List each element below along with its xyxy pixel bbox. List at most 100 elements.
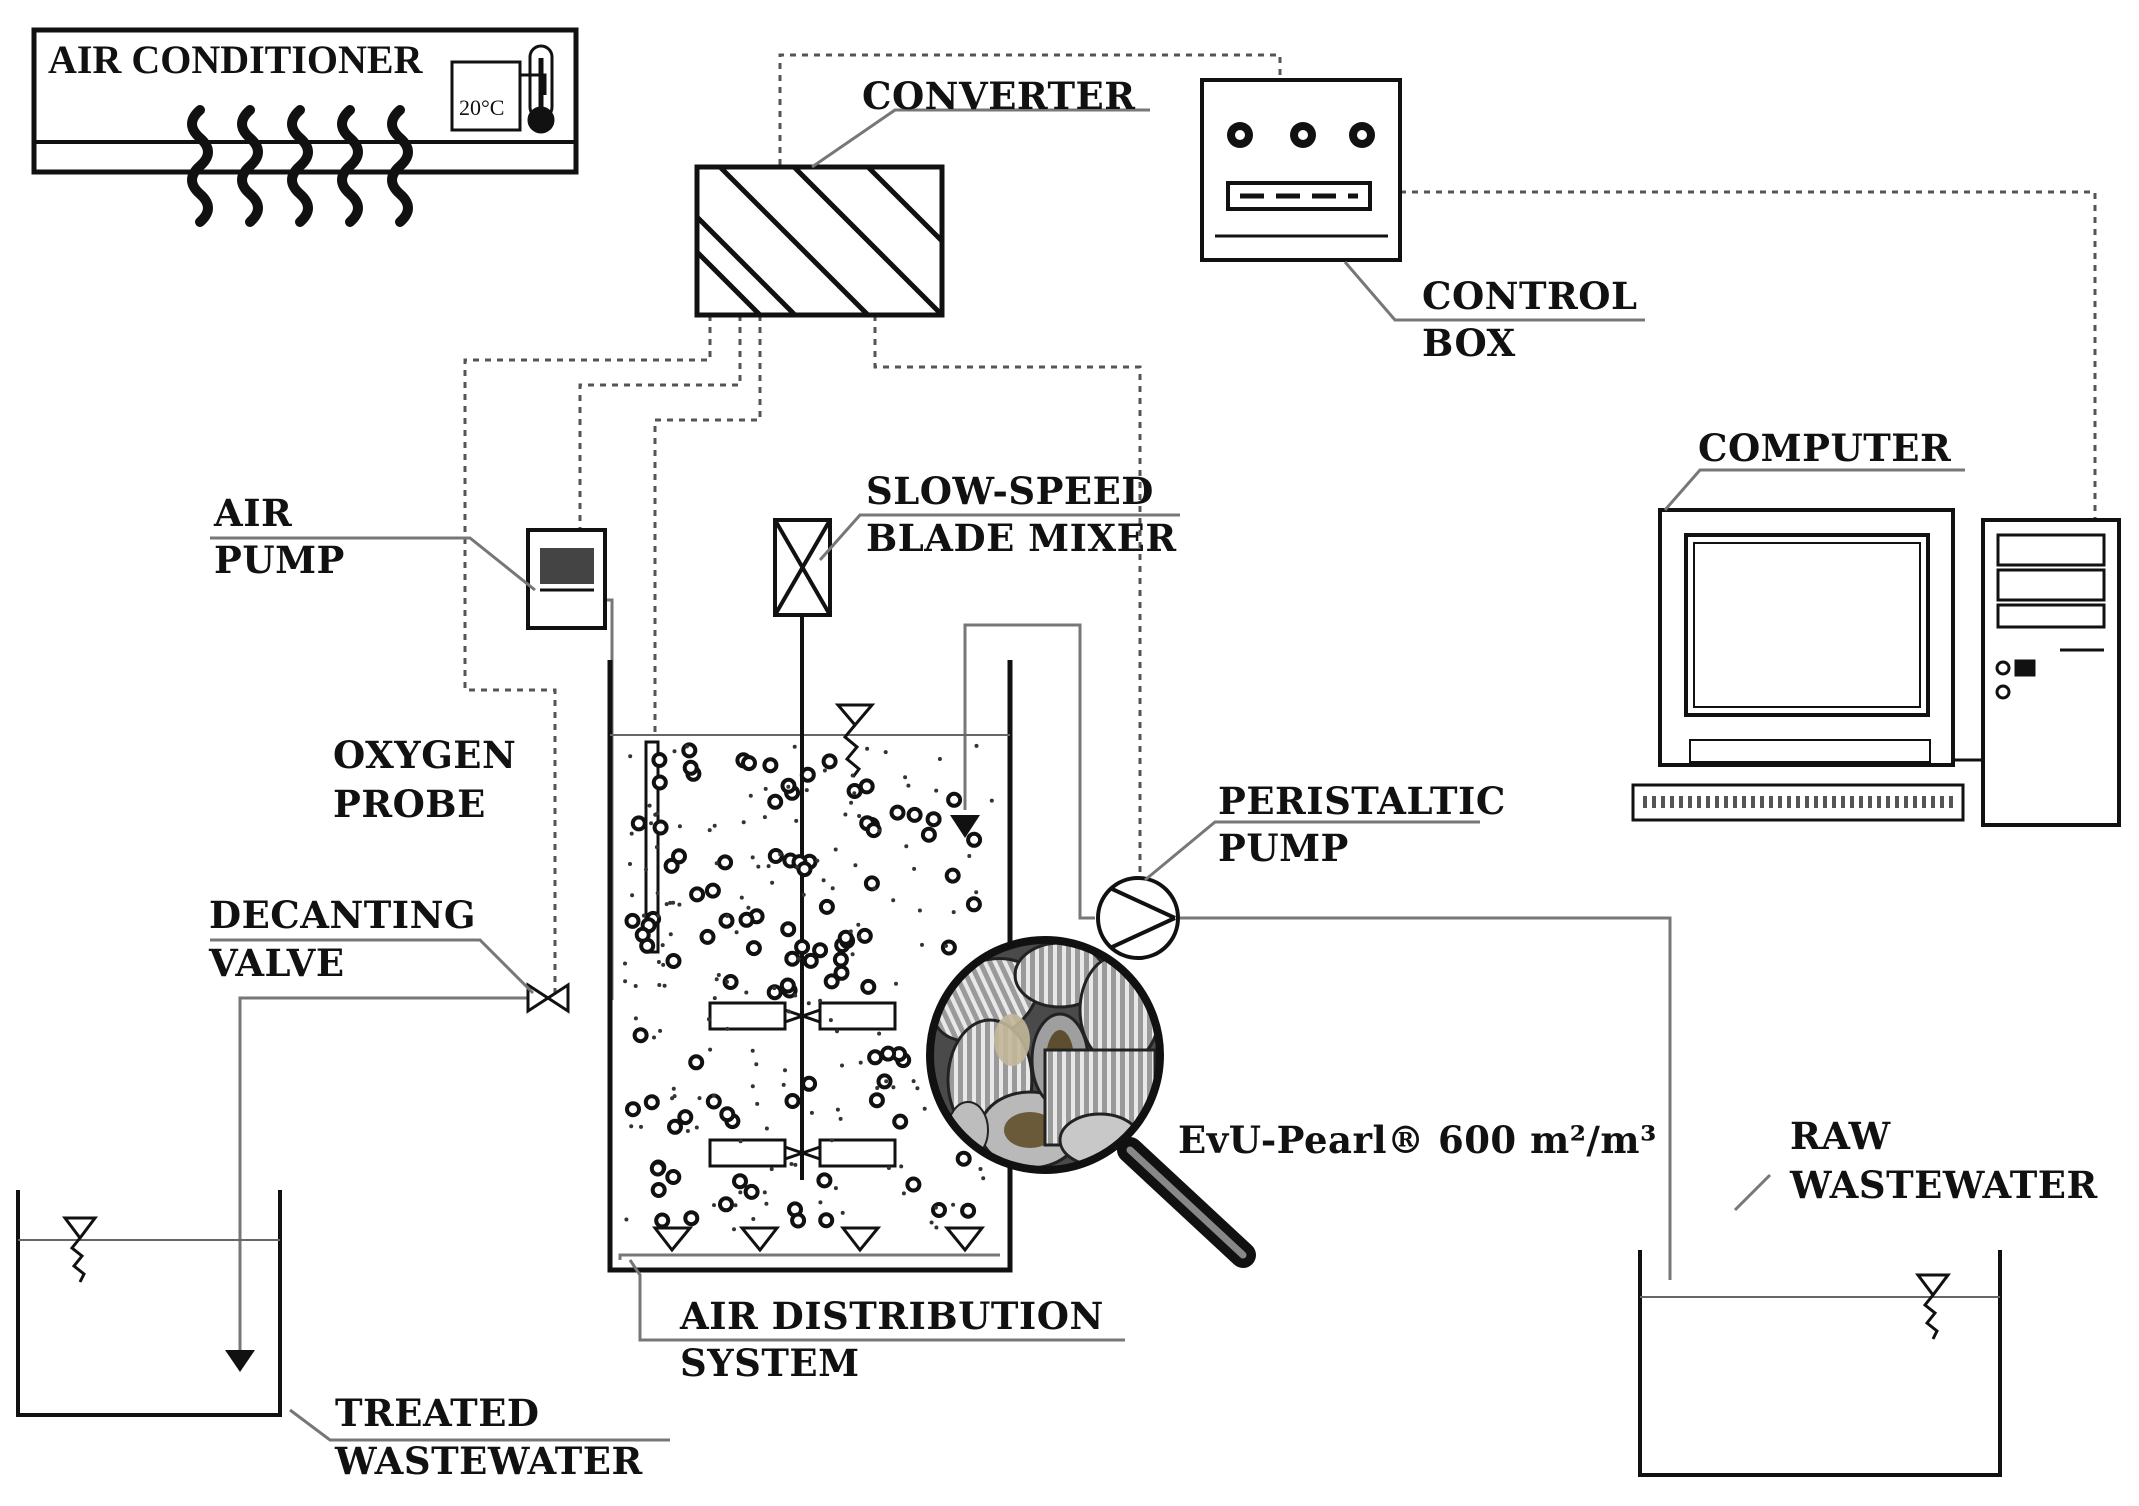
air-bubble <box>934 788 939 793</box>
magnifier-icon <box>926 936 1256 1268</box>
air-bubble <box>725 979 729 984</box>
carrier-particle <box>816 1172 833 1189</box>
air-bubble <box>733 1203 738 1208</box>
air-bubble <box>853 863 858 868</box>
air-bubble <box>778 852 783 857</box>
carrier-particle <box>799 766 816 783</box>
treated-wastewater-label-line1: TREATED <box>335 1391 540 1435</box>
carrier-particle <box>790 1212 807 1229</box>
air-bubble <box>706 1017 711 1022</box>
carrier-particle <box>863 875 880 892</box>
mixer-label-line2: BLADE MIXER <box>866 516 1177 560</box>
air-bubble <box>793 1162 798 1167</box>
carrier-particle <box>738 911 755 928</box>
air-bubble <box>750 1084 755 1089</box>
air-bubble <box>770 880 775 885</box>
carrier-particle <box>767 793 784 810</box>
air-bubble <box>653 812 658 817</box>
air-bubble <box>933 1205 938 1210</box>
air-bubble <box>818 998 823 1003</box>
air-bubble <box>795 864 799 869</box>
air-bubble <box>697 1096 702 1101</box>
control-box <box>1200 78 1402 262</box>
air-bubble <box>762 815 767 820</box>
air-bubble <box>937 757 942 761</box>
air-bubble <box>658 1028 663 1033</box>
air-bubble <box>639 1124 643 1129</box>
air-bubble <box>794 818 799 823</box>
carrier-particle <box>651 752 668 768</box>
temperature-label: 20°C <box>459 95 505 120</box>
air-bubble <box>891 1085 896 1090</box>
carrier-particle <box>812 942 829 959</box>
air-bubble <box>906 783 911 788</box>
air-bubble <box>750 1048 755 1053</box>
air-bubble <box>833 1186 838 1191</box>
air-bubble <box>804 788 809 793</box>
air-bubble <box>654 845 659 850</box>
air-bubble <box>744 990 749 995</box>
air-bubble <box>712 823 717 828</box>
carrier-particle <box>762 757 779 774</box>
air-bubble <box>685 1129 690 1133</box>
carrier-particle <box>821 753 838 770</box>
reactor-tank <box>607 615 1013 1273</box>
air-bubble <box>629 1124 634 1129</box>
air-bubble <box>801 892 806 897</box>
oxygen-probe-label-line2: PROBE <box>333 782 486 826</box>
treated-wastewater-label-line2: WASTEWATER <box>335 1439 643 1483</box>
air-bubble <box>657 983 662 987</box>
carrier-particle <box>818 898 835 915</box>
air-bubble <box>748 793 753 798</box>
air-bubble <box>712 996 717 1001</box>
carrier-particle <box>860 978 877 995</box>
air-bubble <box>629 831 634 836</box>
air-bubble <box>786 784 791 789</box>
air-bubble <box>789 1162 794 1166</box>
air-bubble <box>891 898 896 903</box>
carrier-particle <box>689 886 706 903</box>
air-bubble <box>967 854 972 858</box>
carrier-particle <box>784 1093 801 1109</box>
air-bubble <box>671 1086 676 1091</box>
carrier-particle <box>955 1150 972 1167</box>
carrier-particle <box>779 977 796 994</box>
carrier-particle <box>940 939 957 956</box>
air-bubble <box>857 814 862 818</box>
carrier-particle <box>832 951 849 968</box>
air-bubble <box>818 1200 823 1205</box>
air-bubble <box>647 803 652 808</box>
air-bubble <box>835 1029 839 1034</box>
carrier-particle <box>946 791 963 808</box>
air-bubble <box>857 935 862 940</box>
air-bubble <box>764 1201 769 1206</box>
air-bubble <box>821 878 826 883</box>
carrier-particle <box>722 974 739 990</box>
air-bubble <box>716 973 721 977</box>
carrier-particle <box>650 1182 667 1198</box>
carrier-particle <box>837 929 854 946</box>
air-bubble <box>899 1164 904 1169</box>
air-bubble <box>672 1094 677 1099</box>
air-bubble <box>796 956 801 961</box>
air-bubble <box>894 981 898 986</box>
air-bubble <box>792 744 797 749</box>
air-bubble <box>886 1166 891 1170</box>
air-pump <box>526 528 607 630</box>
air-bubble <box>624 1217 629 1222</box>
air-bubble <box>951 910 956 915</box>
air-bubble <box>877 828 882 833</box>
air-bubble <box>858 1060 863 1065</box>
carrier-particle <box>794 939 811 955</box>
air-bubble <box>809 1110 814 1115</box>
signal-cables <box>463 53 2097 1000</box>
air-bubble <box>884 1079 889 1084</box>
air-distribution-label-line2: SYSTEM <box>680 1341 860 1385</box>
decanting-valve-label-line1: DECANTING <box>209 893 477 937</box>
carrier-particle <box>741 755 757 772</box>
carrier-particle <box>784 950 801 967</box>
carrier-particle <box>745 940 762 957</box>
air-bubble <box>739 895 744 900</box>
carrier-particle <box>965 896 982 913</box>
carrier-particle <box>624 912 641 929</box>
